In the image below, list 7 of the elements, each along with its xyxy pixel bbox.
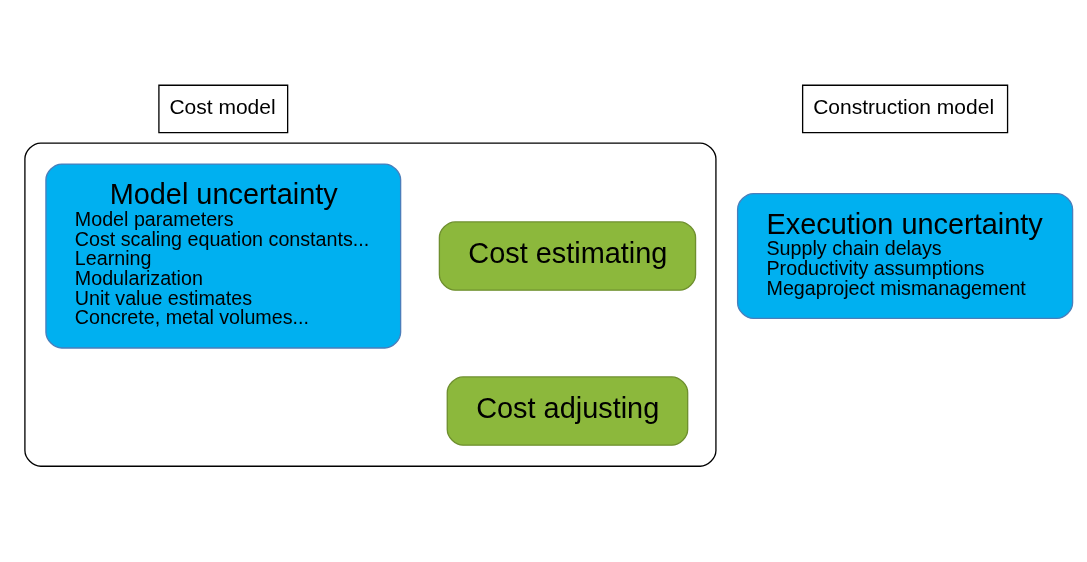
node-box: Cost estimating (438, 221, 697, 291)
node-box: Model uncertainty Model parameters Cost scaling equation constants... Learning Modularization Unit value estimates Concrete, metal volumes... (45, 163, 402, 349)
node-box: Cost adjusting (446, 376, 689, 446)
cluster (24, 142, 717, 467)
node-box: Execution uncertainty Supply chain delays Productivity assumptions Megaproject mismanagement (736, 193, 1074, 320)
node-box: Cost model (158, 84, 289, 134)
node-box: Construction model (801, 84, 1009, 134)
